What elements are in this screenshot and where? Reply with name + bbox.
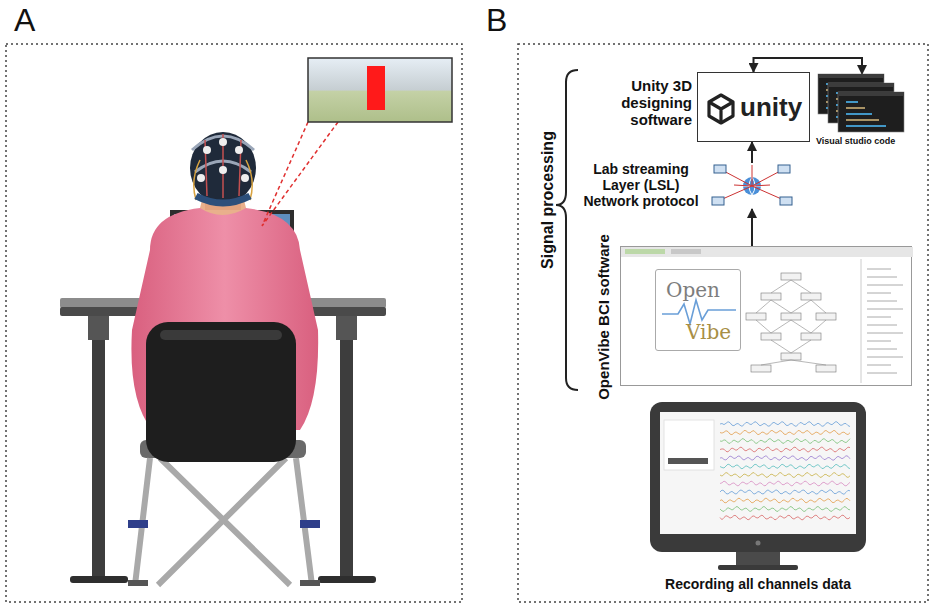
connector-arrow (751, 209, 753, 246)
zoom-inset (262, 58, 452, 226)
logo-text: Open (666, 278, 720, 302)
panel-letter: B (486, 2, 507, 38)
brace (556, 70, 578, 390)
desk (60, 298, 386, 583)
logo-text: Vibe (686, 320, 731, 344)
group-label: Signal processing (538, 100, 558, 300)
software-heading: OpenVibe BCI software (594, 207, 614, 427)
node-picture (650, 402, 866, 572)
network-icon: Lab streaming Layer (LSL) Network protoc… (712, 163, 792, 209)
software-screenshot: OpenVibe BCI softwareOpenVibe (620, 246, 912, 386)
logo-text: unity (740, 92, 802, 122)
panel-letter: A (14, 2, 35, 38)
node-picture (712, 163, 792, 209)
connector-arrow (751, 142, 753, 163)
caption-text: Recording all channels data (608, 576, 908, 592)
logo-box: OpenVibe (655, 269, 741, 351)
caption-text: Visual studio code (816, 136, 895, 146)
code-screenshot-stack: Visual studio code (818, 74, 906, 134)
protocol-heading: Lab streaming Layer (LSL) Network protoc… (578, 161, 704, 209)
chair-figure (128, 322, 320, 586)
node-picture (818, 74, 906, 134)
software-heading: Unity 3D designing software (580, 77, 692, 128)
monitor: Recording all channels data (650, 402, 866, 552)
panel-frame (6, 44, 462, 602)
software-box: Unity 3D designing softwareunity (697, 72, 810, 142)
panel-frame (518, 44, 928, 602)
